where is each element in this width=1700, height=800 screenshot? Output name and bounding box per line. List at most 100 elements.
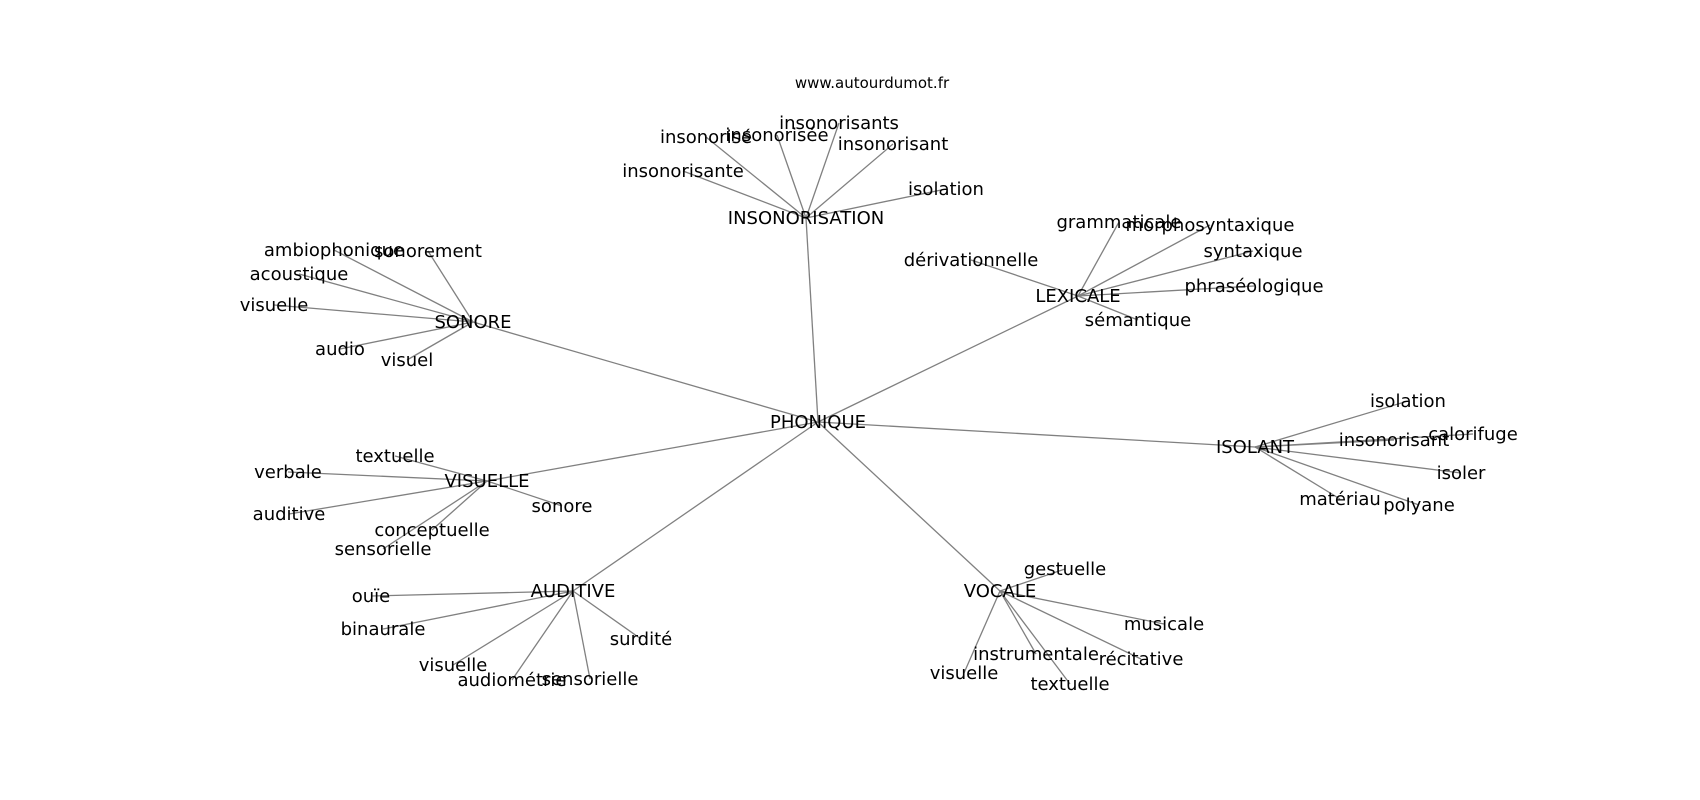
- leaf-node-sonore-ambiophonique: ambiophonique: [264, 240, 404, 261]
- leaf-node-insonorisation-insonorise: insonorisé: [660, 127, 752, 148]
- edge-visuelle-verbale: [287, 471, 488, 482]
- leaf-node-lexicale-semantique: sémantique: [1085, 310, 1191, 331]
- edge-root-sonore: [472, 321, 819, 423]
- edge-insonorisation-insonorisant: [805, 143, 894, 219]
- edge-vocale-instrumentale: [999, 590, 1037, 655]
- hub-node-sonore: SONORE: [434, 312, 511, 333]
- leaf-node-isolant-isolation: isolation: [1370, 391, 1446, 412]
- edges-layer: [273, 122, 1474, 685]
- edge-auditive-surdite: [572, 590, 642, 640]
- leaf-node-vocale-gestuelle: gestuelle: [1024, 559, 1107, 580]
- hub-node-vocale: VOCALE: [964, 581, 1036, 602]
- leaf-node-isolant-materiau: matériau: [1299, 489, 1381, 510]
- edge-isolant-insonorisant: [1254, 439, 1395, 448]
- leaf-node-visuelle-sensorielle: sensorielle: [335, 539, 432, 560]
- hub-node-insonorisation: INSONORISATION: [728, 208, 884, 229]
- leaf-node-vocale-visuelle: visuelle: [930, 663, 999, 684]
- source-credit: www.autourdumot.fr: [795, 74, 950, 92]
- edge-visuelle-auditive: [288, 480, 488, 515]
- leaf-node-isolant-insonorisant: insonorisant: [1339, 430, 1450, 451]
- leaf-node-isolant-calorifuge: calorifuge: [1428, 424, 1518, 445]
- leaf-node-vocale-instrumentale: instrumentale: [973, 644, 1099, 665]
- edge-auditive-sensorielle: [572, 590, 591, 680]
- edge-visuelle-sensorielle: [382, 480, 488, 550]
- edge-sonore-audio: [339, 321, 474, 350]
- edge-auditive-visuelle: [452, 590, 574, 666]
- edge-insonorisation-insonorise: [705, 136, 807, 219]
- edge-isolant-isolation: [1254, 400, 1409, 448]
- labels-layer: PHONIQUEINSONORISATIONinsonoriséinsonori…: [240, 113, 1518, 695]
- edge-insonorisation-isolation: [805, 188, 947, 219]
- edge-root-auditive: [572, 421, 819, 592]
- hub-node-lexicale: LEXICALE: [1035, 286, 1120, 307]
- edge-sonore-visuel: [406, 321, 474, 361]
- leaf-node-insonorisation-insonorisante: insonorisante: [622, 161, 744, 182]
- leaf-node-isolant-isoler: isoler: [1437, 463, 1486, 484]
- leaf-node-insonorisation-insonorisant: insonorisant: [838, 134, 949, 155]
- edge-vocale-gestuelle: [999, 568, 1066, 592]
- edge-sonore-sonorement: [427, 250, 474, 323]
- leaf-node-lexicale-phraseologique: phraséologique: [1184, 276, 1323, 297]
- edge-sonore-acoustique: [298, 273, 474, 323]
- leaf-node-visuelle-verbale: verbale: [254, 462, 322, 483]
- edge-root-isolant: [817, 421, 1256, 448]
- leaf-node-isolant-polyane: polyane: [1383, 495, 1455, 516]
- edge-isolant-polyane: [1254, 446, 1420, 506]
- leaf-node-visuelle-sonore: sonore: [532, 496, 593, 517]
- leaf-node-lexicale-derivationnelle: dérivationnelle: [904, 250, 1039, 271]
- edge-root-vocale: [817, 421, 1001, 592]
- edge-vocale-textuelle: [999, 590, 1071, 685]
- edge-auditive-binaurale: [382, 590, 574, 630]
- edge-visuelle-conceptuelle: [431, 480, 488, 531]
- edge-sonore-ambiophonique: [333, 249, 474, 323]
- edge-insonorisation-insonorisee: [776, 134, 807, 219]
- leaf-node-visuelle-conceptuelle: conceptuelle: [374, 520, 489, 541]
- leaf-node-insonorisation-isolation: isolation: [908, 179, 984, 200]
- leaf-node-auditive-ouie: ouïe: [352, 586, 391, 607]
- edge-auditive-audiometrie: [511, 590, 574, 681]
- hub-node-auditive: AUDITIVE: [531, 581, 616, 602]
- edge-lexicale-semantique: [1077, 295, 1139, 321]
- edge-root-lexicale: [817, 295, 1079, 423]
- leaf-node-insonorisation-insonorisants: insonorisants: [779, 113, 899, 134]
- leaf-node-sonore-audio: audio: [315, 339, 365, 360]
- edge-lexicale-morphosyntaxique: [1077, 224, 1211, 297]
- edge-root-visuelle: [486, 421, 819, 482]
- edge-lexicale-derivationnelle: [970, 259, 1079, 297]
- root-node-label: PHONIQUE: [770, 412, 866, 433]
- leaf-node-lexicale-grammaticale: grammaticale: [1056, 212, 1181, 233]
- edge-lexicale-grammaticale: [1077, 221, 1120, 297]
- edge-vocale-visuelle: [963, 590, 1001, 674]
- leaf-node-lexicale-syntaxique: syntaxique: [1203, 241, 1302, 262]
- leaf-node-auditive-binaurale: binaurale: [341, 619, 426, 640]
- edge-insonorisation-insonorisante: [682, 170, 807, 219]
- hub-node-isolant: ISOLANT: [1216, 437, 1295, 458]
- edge-isolant-materiau: [1254, 446, 1341, 500]
- leaf-node-sonore-sonorement: sonorement: [374, 241, 482, 262]
- edge-isolant-isoler: [1254, 446, 1462, 474]
- leaf-node-auditive-surdite: surdité: [610, 629, 672, 650]
- leaf-node-auditive-visuelle: visuelle: [419, 655, 488, 676]
- edge-insonorisation-insonorisants: [805, 122, 840, 219]
- leaf-node-insonorisation-insonorisee: insonorisée: [725, 125, 828, 146]
- leaf-node-vocale-textuelle: textuelle: [1030, 674, 1109, 695]
- edge-vocale-recitative: [999, 590, 1142, 660]
- edge-auditive-ouie: [370, 590, 574, 597]
- hub-node-visuelle: VISUELLE: [444, 471, 529, 492]
- leaf-node-sonore-visuel: visuel: [381, 350, 434, 371]
- leaf-node-visuelle-textuelle: textuelle: [355, 446, 434, 467]
- edge-visuelle-sonore: [486, 480, 563, 507]
- leaf-node-sonore-acoustique: acoustique: [250, 264, 349, 285]
- edge-lexicale-syntaxique: [1077, 250, 1254, 297]
- leaf-node-sonore-visuelle: visuelle: [240, 295, 309, 316]
- edge-sonore-visuelle: [273, 304, 474, 323]
- edge-root-insonorisation: [805, 217, 819, 423]
- leaf-node-vocale-recitative: récitative: [1099, 649, 1184, 670]
- leaf-node-auditive-audiometrie: audiométrie: [457, 670, 566, 691]
- leaf-node-auditive-sensorielle: sensorielle: [542, 669, 639, 690]
- edge-lexicale-phraseologique: [1077, 285, 1255, 297]
- edge-visuelle-textuelle: [394, 455, 488, 482]
- edge-vocale-musicale: [999, 590, 1165, 625]
- leaf-node-vocale-musicale: musicale: [1124, 614, 1204, 635]
